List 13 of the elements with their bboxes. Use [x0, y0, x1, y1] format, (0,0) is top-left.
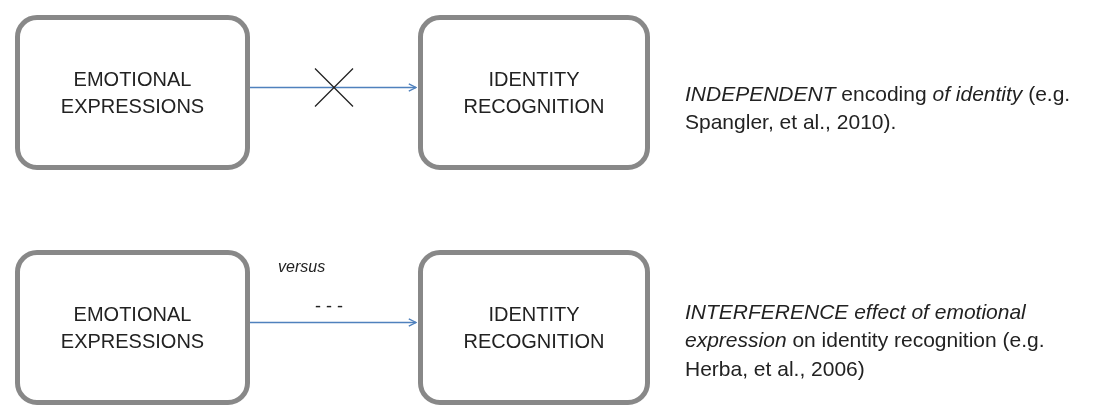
box-label: EMOTIONAL EXPRESSIONS [59, 301, 206, 354]
annotation-text: INDEPENDENT encoding of identity (e.g. Spangler, et al., 2010). [685, 81, 1072, 136]
concept-box [418, 250, 650, 405]
box-label: IDENTITY RECOGNITION [462, 301, 606, 354]
concept-box [418, 15, 650, 170]
box-label: IDENTITY RECOGNITION [462, 66, 606, 119]
arrow [249, 318, 417, 327]
arrow [249, 83, 417, 92]
annotation-text: INTERFERENCE effect of emotional expression on identity recognition (e.g. Herba, et al., 2006) [685, 299, 1046, 382]
label-text: versus [278, 258, 326, 276]
concept-box [15, 15, 250, 170]
box-label: EMOTIONAL EXPRESSIONS [59, 66, 206, 119]
concept-box [15, 250, 250, 405]
